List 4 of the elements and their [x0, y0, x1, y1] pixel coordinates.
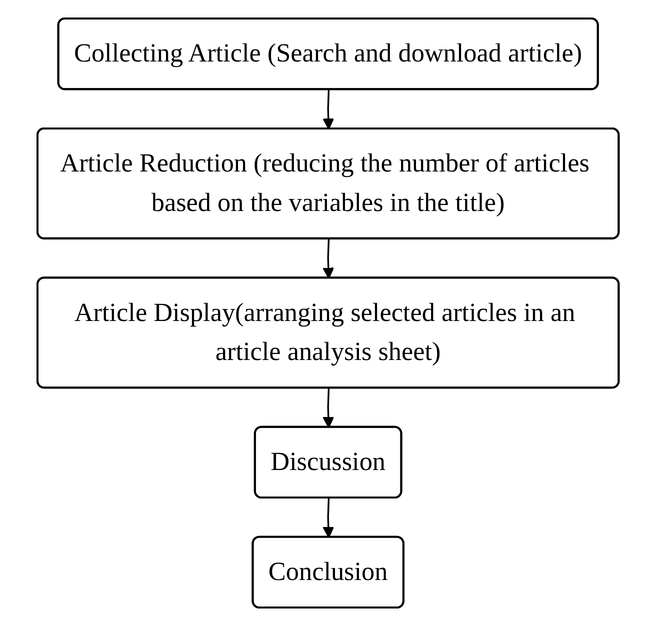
arrow: [322, 90, 334, 130]
arrow: [322, 388, 334, 428]
arrow: [322, 498, 334, 538]
arrow: [322, 239, 334, 279]
